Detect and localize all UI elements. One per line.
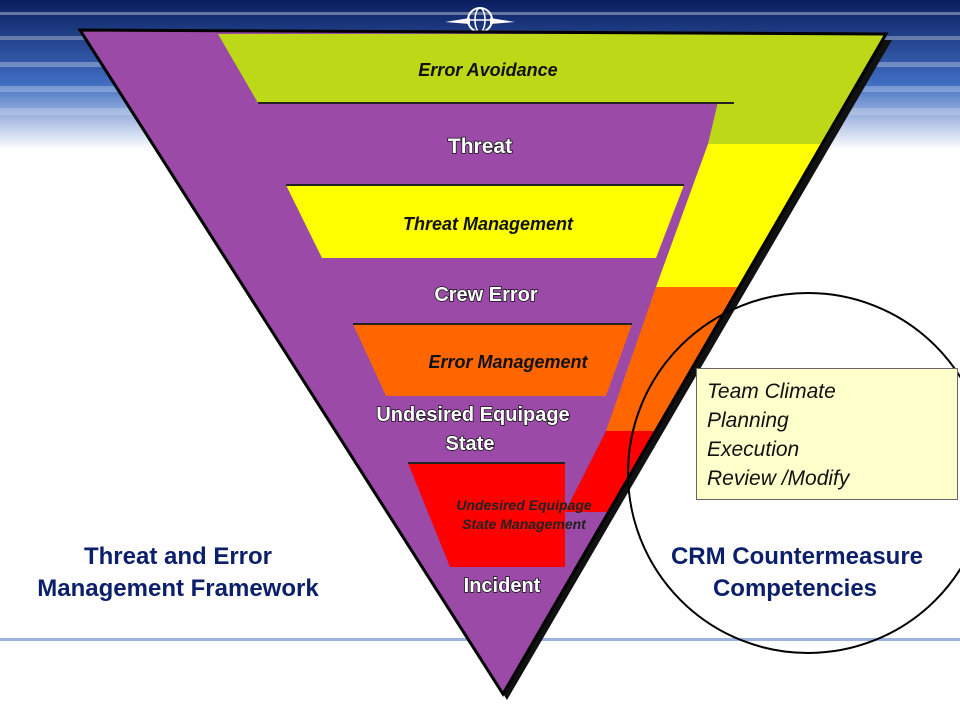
crm-circle <box>627 292 960 654</box>
label-undesired-state-mgmt-line1: Undesired Equipage <box>456 497 592 513</box>
right-region-orange <box>606 287 739 431</box>
crm-item-execution: Execution <box>707 438 800 461</box>
right-region-green <box>708 34 886 144</box>
label-undesired-state-mgmt-line2: State Management <box>462 516 587 532</box>
crm-title-line1: CRM Countermeasure <box>671 543 923 570</box>
label-incident: Incident <box>464 575 541 597</box>
label-threat-management: Threat Management <box>403 214 574 234</box>
framework-title-line2: Management Framework <box>37 575 319 602</box>
label-threat: Threat <box>448 135 512 158</box>
triangle-outline <box>77 28 889 697</box>
right-region-yellow <box>656 144 821 287</box>
crm-item-planning: Planning <box>707 409 789 432</box>
label-error-management: Error Management <box>428 352 588 372</box>
band-error-management <box>353 324 632 396</box>
right-region-red <box>565 431 656 512</box>
label-crew-error: Crew Error <box>434 284 538 306</box>
crm-item-team-climate: Team Climate <box>707 380 836 403</box>
crm-title-line2: Competencies <box>713 575 877 602</box>
band-threat-management <box>286 185 684 258</box>
band-undesired-state-management <box>408 463 565 567</box>
label-undesired-state-line1: Undesired Equipage <box>376 404 569 426</box>
crm-item-review-modify: Review /Modify <box>707 467 850 490</box>
band-error-avoidance <box>218 34 734 103</box>
crm-competencies-box: Team Climate Planning Execution Review /… <box>696 368 958 500</box>
framework-title-line1: Threat and Error <box>84 543 272 570</box>
label-error-avoidance: Error Avoidance <box>418 60 557 80</box>
label-undesired-state-line2: State <box>446 433 495 455</box>
